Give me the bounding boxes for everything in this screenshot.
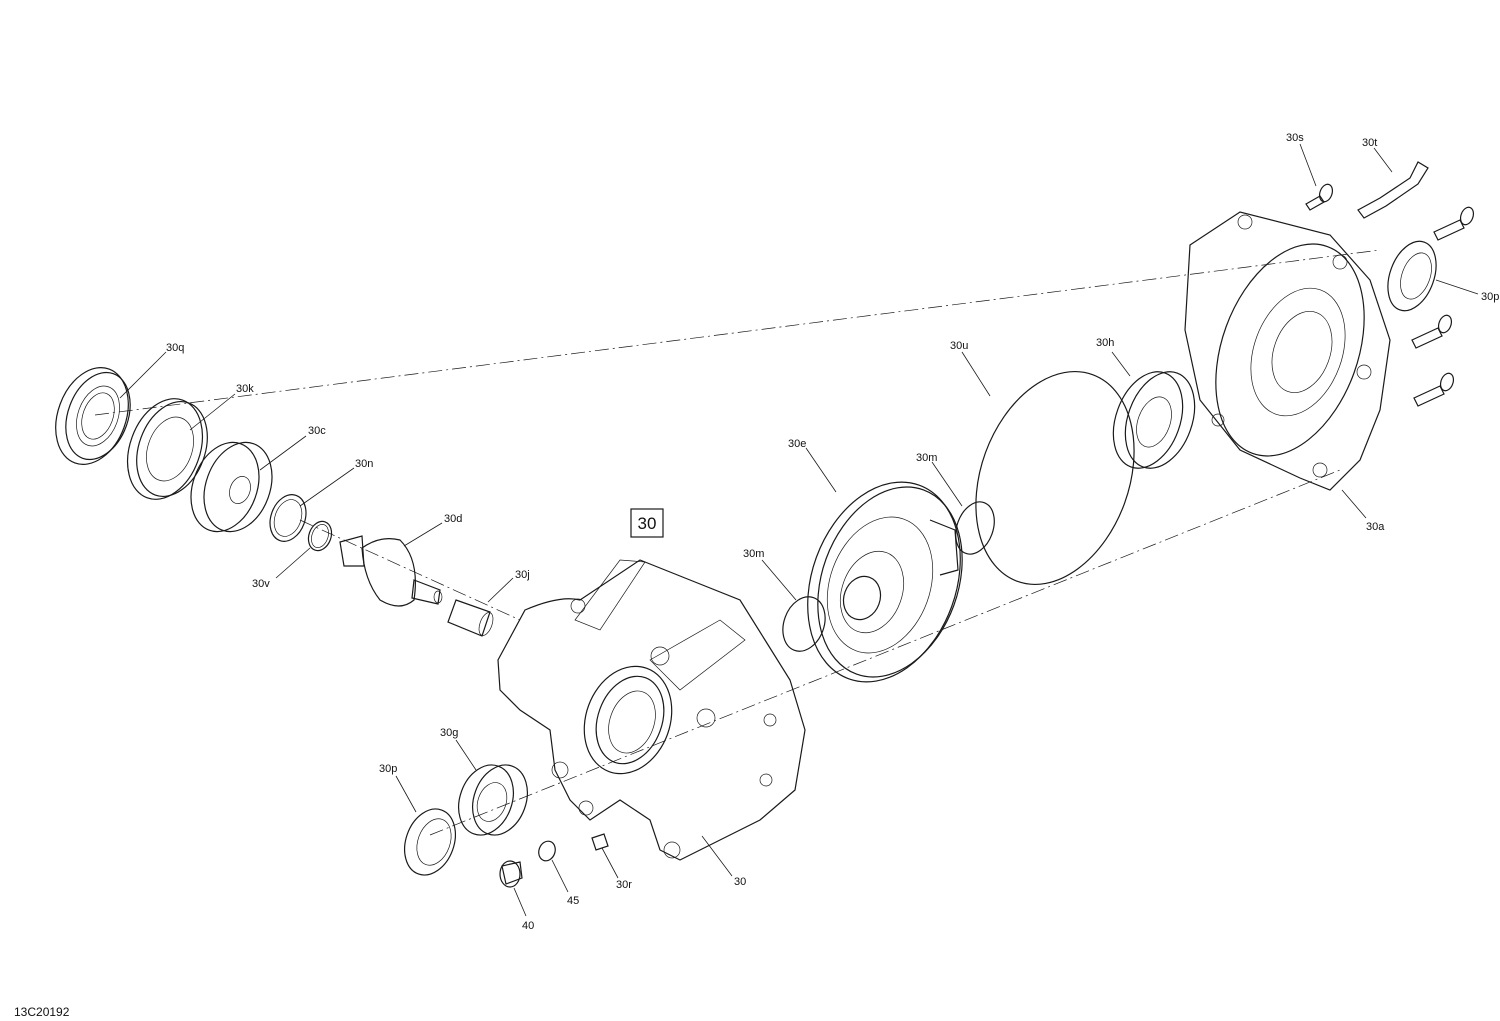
drawing-number: 13C20192 — [14, 1005, 70, 1019]
callout-30c: 30c — [308, 425, 326, 437]
bearing-30g — [458, 764, 528, 836]
callout-30u: 30u — [950, 340, 968, 352]
callout-30e: 30e — [788, 438, 806, 450]
callout-30g: 30g — [440, 727, 458, 739]
callout-30p-left: 30p — [379, 763, 397, 775]
sleeve-30j — [447, 599, 494, 637]
callout-30t: 30t — [1362, 137, 1377, 149]
plug-30r — [591, 833, 609, 851]
gear-housing-30 — [497, 559, 806, 861]
bolt-30s-3 — [1411, 314, 1453, 349]
callout-30q: 30q — [166, 342, 184, 354]
callout-30m-lower: 30m — [743, 548, 764, 560]
group-number-box — [630, 508, 664, 538]
leader-lines — [119, 143, 1479, 917]
callout-30v: 30v — [252, 578, 270, 590]
callout-30: 30 — [734, 876, 746, 888]
plug-40 — [499, 860, 523, 888]
oring-30m-upper — [955, 501, 995, 555]
callout-45: 45 — [567, 895, 579, 907]
bolt-30s-4 — [1413, 372, 1455, 407]
seal-30q — [55, 366, 131, 466]
oring-30m-lower — [782, 596, 826, 652]
callout-30s: 30s — [1286, 132, 1304, 144]
callout-30k: 30k — [236, 383, 254, 395]
callout-30a: 30a — [1366, 521, 1385, 533]
bearing-30c — [190, 441, 273, 533]
ring-gear-30e — [807, 481, 963, 683]
axis-line-lower — [429, 469, 1341, 836]
axis-line-left — [299, 519, 521, 621]
bolt-30s-2 — [1433, 206, 1475, 241]
bolt-30s-1 — [1305, 183, 1334, 211]
oring-45 — [538, 840, 556, 862]
pinion-gear-30d — [339, 535, 443, 607]
oring-30u — [975, 370, 1135, 586]
cover-30a — [1184, 211, 1391, 491]
bearing-30h — [1112, 371, 1196, 469]
callout-30j: 30j — [515, 569, 530, 581]
callout-40: 40 — [522, 920, 534, 932]
callout-30m-upper: 30m — [916, 452, 937, 464]
callout-30d: 30d — [444, 513, 462, 525]
breather-tube-30t — [1357, 161, 1429, 219]
group-number-label: 30 — [638, 514, 657, 533]
oring-30v — [307, 520, 333, 552]
callout-30n: 30n — [355, 458, 373, 470]
seal-30p-lower — [404, 808, 456, 876]
seal-30p-upper — [1387, 240, 1437, 312]
callout-30h: 30h — [1096, 337, 1114, 349]
washer-30n — [269, 494, 307, 542]
callout-30p-right: 30p — [1481, 291, 1499, 303]
axis-line-main — [94, 249, 1381, 416]
callout-30r: 30r — [616, 879, 632, 891]
